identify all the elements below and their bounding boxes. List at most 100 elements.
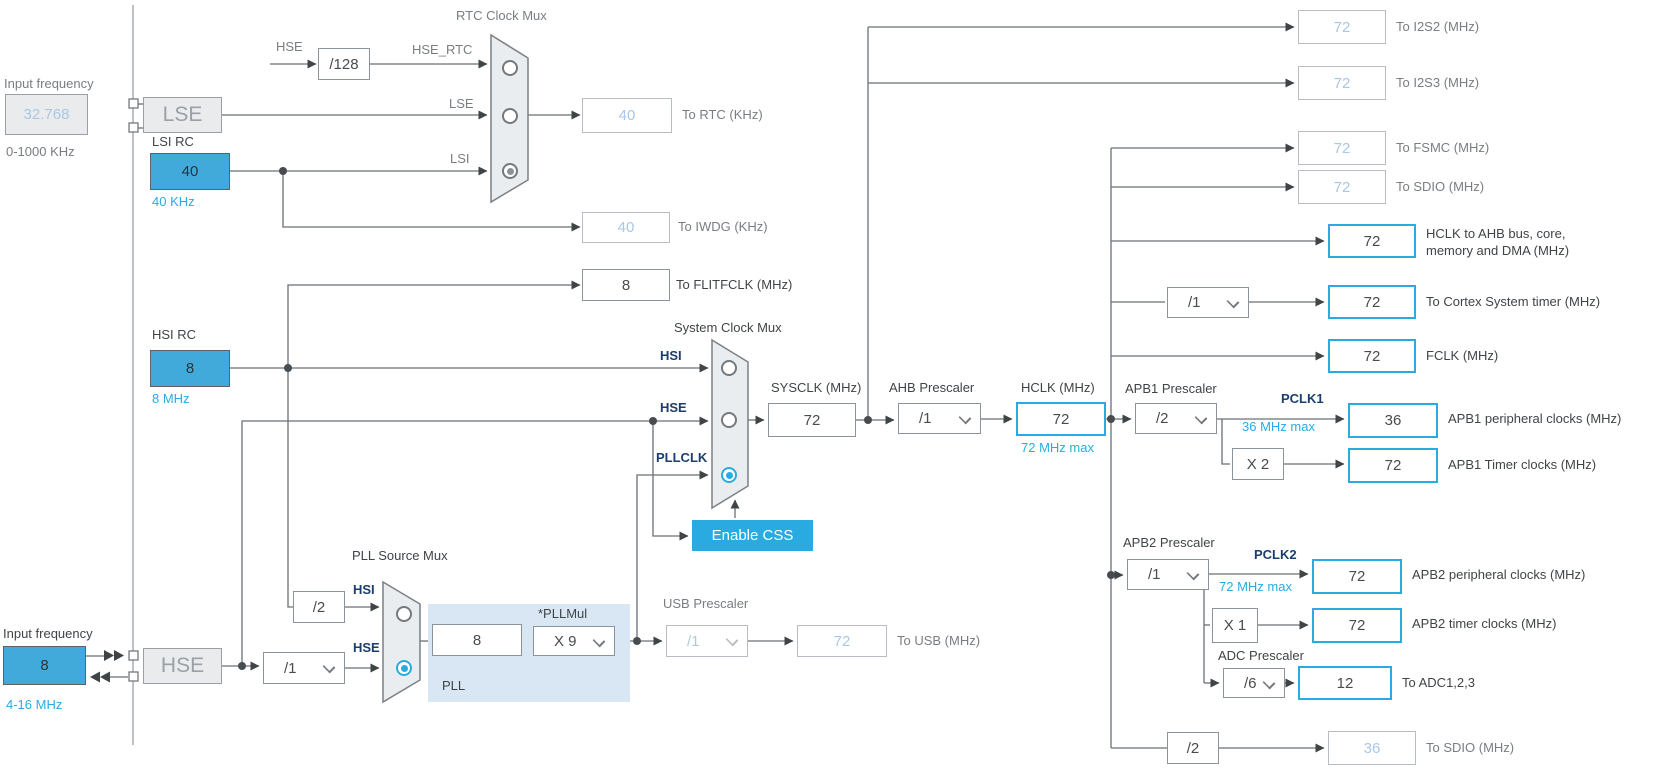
sysclk-label: SYSCLK (MHz) <box>771 380 862 395</box>
pllmul-dropdown[interactable]: X 9 <box>533 626 615 656</box>
sdio-hclk-value-box: 72 <box>1298 170 1386 204</box>
pll-block-label: PLL <box>442 678 466 693</box>
pclk1-label: PCLK1 <box>1281 391 1324 406</box>
hsi-rc-label: HSI RC <box>152 327 197 342</box>
ahb-prescaler-dropdown[interactable]: /1 <box>898 403 981 434</box>
apb2-max-label: 72 MHz max <box>1219 579 1292 594</box>
hse-oscillator-box: HSE <box>143 648 222 684</box>
hclk-ahb-label-line1: HCLK to AHB bus, core, <box>1426 226 1566 241</box>
hclk-value-box[interactable]: 72 <box>1016 402 1106 436</box>
hse-rtc-input-label: HSE_RTC <box>412 42 473 57</box>
apb1-prescaler-label: APB1 Prescaler <box>1125 381 1217 396</box>
apb1-peripheral-label: APB1 peripheral clocks (MHz) <box>1448 411 1622 426</box>
lsi-frequency-label: 40 KHz <box>152 194 195 209</box>
i2s3-value-box: 72 <box>1298 66 1386 100</box>
pll-hse-label: HSE <box>353 640 380 655</box>
fclk-value-box[interactable]: 72 <box>1328 339 1416 373</box>
apb1-prescaler-dropdown[interactable]: /2 <box>1135 403 1217 434</box>
lse-oscillator-box: LSE <box>143 97 222 133</box>
lse-input-frequency-field: 32.768 <box>5 94 88 135</box>
hclk-ahb-value-box[interactable]: 72 <box>1328 224 1416 258</box>
ahb-prescaler-label: AHB Prescaler <box>889 380 975 395</box>
apb2-peripheral-value-box[interactable]: 72 <box>1312 559 1402 594</box>
apb1-timer-value-box[interactable]: 72 <box>1348 448 1438 483</box>
lse-input-label: LSE <box>449 96 474 111</box>
pll-hsi-label: HSI <box>353 582 375 597</box>
lse-range-label: 0-1000 KHz <box>6 144 75 159</box>
apb2-timer-value-box[interactable]: 72 <box>1312 608 1402 643</box>
fsmc-label: To FSMC (MHz) <box>1396 140 1490 155</box>
system-clock-mux-title: System Clock Mux <box>674 320 782 335</box>
adc-label: To ADC1,2,3 <box>1402 675 1475 690</box>
sdio-divider-box: /2 <box>1167 732 1219 764</box>
sdio-hclk-label: To SDIO (MHz) <box>1396 179 1485 194</box>
apb2-timer-multiplier-box: X 1 <box>1212 608 1258 643</box>
usb-value-box: 72 <box>797 625 887 657</box>
rtc-clock-label: To RTC (KHz) <box>682 107 763 122</box>
cortex-timer-value-box[interactable]: 72 <box>1328 285 1416 319</box>
rtc-mux-radio-lsi[interactable] <box>502 163 518 179</box>
rtc-mux-radio-lse[interactable] <box>502 108 518 124</box>
apb2-prescaler-label: APB2 Prescaler <box>1123 535 1215 550</box>
sys-mux-radio-hse[interactable] <box>721 412 737 428</box>
lsi-input-label: LSI <box>450 151 470 166</box>
hclk-ahb-label-line2: memory and DMA (MHz) <box>1426 243 1570 258</box>
hclk-max-label: 72 MHz max <box>1021 440 1094 455</box>
sys-mux-radio-hsi[interactable] <box>721 360 737 376</box>
hse-rtc-divider-box: /128 <box>318 48 370 80</box>
apb2-prescaler-dropdown[interactable]: /1 <box>1127 559 1209 590</box>
enable-css-button[interactable]: Enable CSS <box>692 520 813 551</box>
sdio-label: To SDIO (MHz) <box>1426 740 1515 755</box>
lsi-rc-label: LSI RC <box>152 134 194 149</box>
i2s3-label: To I2S3 (MHz) <box>1396 75 1480 90</box>
adc-prescaler-label: ADC Prescaler <box>1218 648 1304 663</box>
hse-range-label: 4-16 MHz <box>6 697 63 712</box>
rtc-clock-mux-title: RTC Clock Mux <box>456 8 547 23</box>
pll-mux-radio-hse[interactable] <box>396 660 412 676</box>
lse-input-frequency-label: Input frequency <box>4 76 94 91</box>
usb-label: To USB (MHz) <box>897 633 981 648</box>
pll-mux-radio-hsi[interactable] <box>396 606 412 622</box>
pll-hse-prescaler-dropdown[interactable]: /1 <box>263 652 345 684</box>
i2s2-value-box: 72 <box>1298 10 1386 44</box>
sys-mux-hsi-label: HSI <box>660 348 682 363</box>
sys-mux-hse-label: HSE <box>660 400 687 415</box>
sdio-value-box: 36 <box>1328 731 1416 765</box>
iwdg-clock-label: To IWDG (KHz) <box>678 219 768 234</box>
cortex-timer-label: To Cortex System timer (MHz) <box>1426 294 1601 309</box>
sysclk-value-box: 72 <box>768 403 856 437</box>
flitfclk-value-box: 8 <box>582 269 670 301</box>
hse-input-frequency-field[interactable]: 8 <box>3 646 86 685</box>
hclk-label: HCLK (MHz) <box>1021 380 1095 395</box>
adc-prescaler-dropdown[interactable]: /6 <box>1223 668 1285 698</box>
apb1-max-label: 36 MHz max <box>1242 419 1315 434</box>
apb2-timer-label: APB2 timer clocks (MHz) <box>1412 616 1557 631</box>
sys-mux-pllclk-label: PLLCLK <box>656 450 708 465</box>
flitfclk-label: To FLITFCLK (MHz) <box>676 277 793 292</box>
pllmul-label: *PLLMul <box>538 606 588 621</box>
apb2-peripheral-label: APB2 peripheral clocks (MHz) <box>1412 567 1586 582</box>
rtc-hse-label: HSE <box>276 39 303 54</box>
pclk2-label: PCLK2 <box>1254 547 1297 562</box>
apb1-timer-label: APB1 Timer clocks (MHz) <box>1448 457 1597 472</box>
fclk-label: FCLK (MHz) <box>1426 348 1499 363</box>
iwdg-clock-value-box: 40 <box>582 212 670 243</box>
fsmc-value-box: 72 <box>1298 131 1386 165</box>
cortex-prescaler-dropdown[interactable]: /1 <box>1167 287 1249 318</box>
usb-prescaler-dropdown: /1 <box>666 625 748 657</box>
hsi-rc-value-box: 8 <box>150 350 230 387</box>
hsi-frequency-label: 8 MHz <box>152 391 190 406</box>
apb1-timer-multiplier-box: X 2 <box>1232 448 1284 480</box>
rtc-mux-radio-hse-rtc[interactable] <box>502 60 518 76</box>
adc-value-box[interactable]: 12 <box>1298 666 1392 700</box>
pll-input-value-box: 8 <box>432 624 522 656</box>
apb1-peripheral-value-box[interactable]: 36 <box>1348 403 1438 438</box>
usb-prescaler-label: USB Prescaler <box>663 596 749 611</box>
sys-mux-radio-pllclk[interactable] <box>721 467 737 483</box>
rtc-clock-value-box: 40 <box>582 98 672 133</box>
pll-source-mux-shape <box>382 580 421 704</box>
i2s2-label: To I2S2 (MHz) <box>1396 19 1480 34</box>
lsi-rc-value-box: 40 <box>150 153 230 190</box>
pll-source-mux-title: PLL Source Mux <box>352 548 448 563</box>
